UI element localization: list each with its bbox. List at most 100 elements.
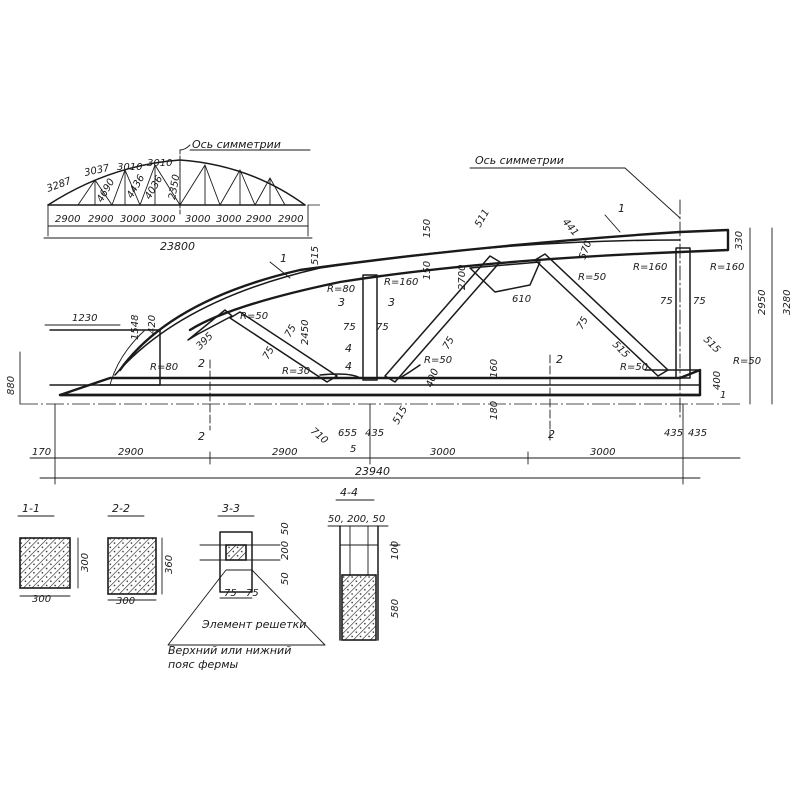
dim-160: 160 [489,359,500,378]
note-chord: Верхний или нижний [168,644,291,657]
radius-label: R=50 [733,356,761,367]
small-panel-dim: 2900 [278,214,303,225]
dim-1230: 1230 [72,313,97,324]
small-member-label: 2350 [167,174,182,201]
dim-75: 75 [376,322,389,333]
note-chord-2: пояс фермы [168,658,239,671]
section-title: 3-3 [222,502,240,515]
dim-880: 880 [6,376,17,395]
dim-2700: 2700 [457,265,468,290]
radius-label: R=160 [710,262,744,273]
section-title: 4-4 [340,486,358,499]
dim-610: 610 [512,294,531,305]
dim-150b: 150 [422,261,433,280]
section-mark: 4 [345,342,352,355]
dim-515b: 515 [610,339,631,360]
small-member-label: 3010 [117,162,142,173]
section-title: 1-1 [22,502,40,515]
dim-435b: 435 [664,428,683,439]
dim-511: 511 [473,207,492,229]
dim-total: 23940 [355,465,390,478]
radius-label: R=80 [327,284,355,295]
dim-710: 710 [308,426,330,447]
section-mark: 2 [556,353,563,366]
small-panel-dims: 2900 2900 3000 3000 3000 3000 2900 2900 [55,214,303,225]
dim-515d: 515 [310,246,321,265]
section-dim: 50, 200, 50 [328,514,385,525]
section-dim: 360 [164,555,175,574]
section-mark: 2 [198,430,205,443]
small-axis-note: Ось симметрии [192,138,281,151]
small-total-dim: 23800 [160,240,195,253]
dim-75: 75 [660,296,673,307]
small-truss-scheme: Ось симметрии 3287 3037 3010 3010 4690 4… [43,138,320,253]
small-panel-dim: 2900 [88,214,113,225]
bottom-panel-dim: 3000 [590,447,615,458]
dim-515c: 515 [701,334,722,355]
dim-150a: 150 [422,219,433,238]
section-dim: 50 [280,572,291,585]
section-dim: 75 [246,588,259,599]
radius-label: R=50 [240,311,268,322]
dim-1: 1 [720,390,726,401]
small-panel-dim: 3000 [185,214,210,225]
section-mark: 3 [388,296,395,309]
section-mark: 1 [618,202,625,215]
radius-label: R=160 [633,262,667,273]
bottom-panel-dim: 3000 [430,447,455,458]
dim-515a: 515 [391,404,410,426]
main-truss: Ось симметрии 880 1230 1548 420 395 2950… [6,154,793,485]
section-mark: 2 [198,357,205,370]
note-lattice: Элемент решетки [201,618,306,631]
section-mark: 1 [280,252,287,265]
section-2-2: 2-2 300 360 [107,502,175,607]
radius-label: R=30 [282,366,310,377]
dim-330: 330 [734,231,745,250]
dim-655: 655 [338,428,357,439]
dim-75: 75 [693,296,706,307]
section-dim: 200 [280,541,291,560]
dim-180: 180 [489,401,500,420]
dim-3280: 3280 [782,290,793,315]
dim-435a: 435 [365,428,384,439]
dim-2450: 2450 [300,320,311,345]
section-dim: 580 [390,599,401,618]
main-axis-note: Ось симметрии [475,154,564,167]
small-panel-dim: 2900 [55,214,80,225]
dim-435c: 435 [688,428,707,439]
bottom-panel-dim: 2900 [118,447,143,458]
section-dim: 300 [116,596,135,607]
section-3-3: 3-3 50 200 50 75 75 Элемент решетки Верх… [167,502,326,671]
dim-75: 75 [441,335,457,352]
section-4-4: 4-4 50, 200, 50 100 580 [327,486,401,641]
dim-441: 441 [560,217,581,239]
dim-5: 5 [350,444,356,455]
small-member-label: 3010 [147,158,172,169]
section-dim: 75 [224,588,237,599]
section-dim: 50 [280,522,291,535]
small-panel-dim: 2900 [246,214,271,225]
section-title: 2-2 [112,502,130,515]
small-panel-dim: 3000 [216,214,241,225]
dim-2950: 2950 [757,290,768,315]
section-dim: 300 [80,553,91,572]
radius-label: R=80 [150,362,178,373]
radius-label: R=50 [578,272,606,283]
dim-75: 75 [575,315,591,332]
dim-400b: 400 [712,371,723,390]
small-member-label: 3037 [83,163,111,179]
dim-420: 420 [147,315,158,334]
dim-1548: 1548 [130,315,141,340]
section-1-1: 1-1 300 300 [17,502,91,605]
radius-label: R=160 [384,277,418,288]
dim-75: 75 [343,322,356,333]
section-mark: 4 [345,360,352,373]
section-dim: 300 [32,594,51,605]
radius-label: R=50 [620,362,648,373]
bottom-panel-dim: 2900 [272,447,297,458]
dim-170: 170 [32,447,51,458]
small-panel-dim: 3000 [120,214,145,225]
section-mark: 2 [548,428,555,441]
section-dim: 100 [390,541,401,560]
